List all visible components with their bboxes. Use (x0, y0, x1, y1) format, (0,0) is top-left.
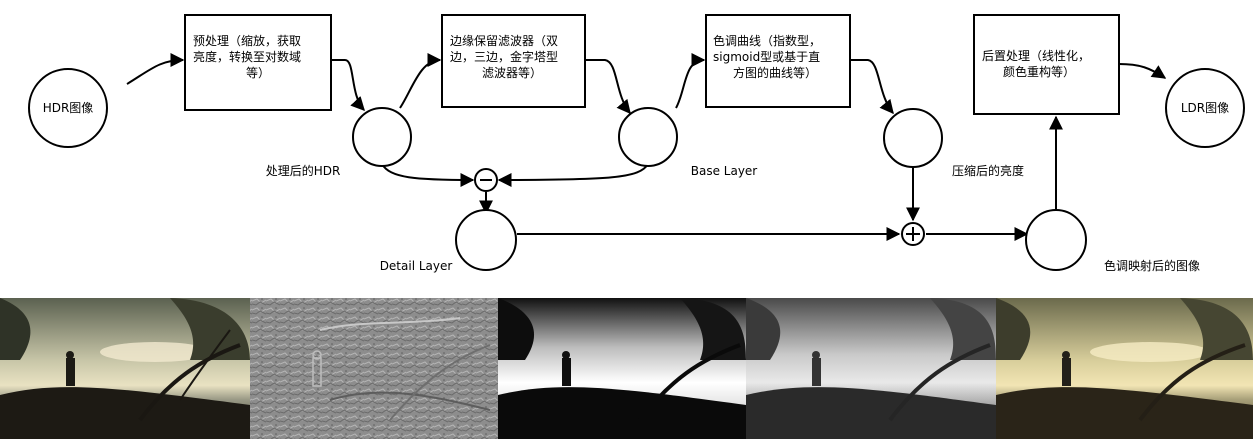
edge-filter-line-3: 滤波器等） (482, 66, 542, 80)
postprocess-line-2: 颜色重构等） (1003, 64, 1075, 79)
tone-curve-line-1: 色调曲线（指数型， (713, 33, 821, 48)
detail-layer-label: Detail Layer (380, 259, 453, 273)
edge-base-to-curve (675, 53, 706, 109)
postprocess-line-1: 后置处理（线性化， (982, 49, 1090, 63)
luminance-photo (498, 298, 746, 439)
processed-hdr-label: 处理后的HDR (266, 163, 341, 178)
edge-postprocess-to-ldr (1118, 63, 1167, 79)
base-layer-node (618, 107, 678, 167)
processed-hdr-node (352, 107, 412, 167)
postprocess-box: 后置处理（线性化， 颜色重构等） (973, 14, 1120, 115)
edge-filter-line-1: 边缘保留滤波器（双 (450, 34, 558, 48)
tone-mapped-node (1025, 209, 1087, 271)
ldr-output-node: LDR图像 (1165, 68, 1245, 148)
detail-layer-node (455, 209, 517, 271)
edge-processed-to-filter (399, 53, 442, 109)
tone-curve-line-2: sigmoid型或基于直 (713, 50, 820, 64)
image-strip (0, 298, 1253, 439)
preprocess-line-3: 等） (246, 66, 270, 80)
tone-curve-box: 色调曲线（指数型， sigmoid型或基于直 方图的曲线等） (705, 14, 851, 108)
hdr-input-label: HDR图像 (43, 101, 94, 115)
edges (126, 53, 1167, 241)
compressed-luminance-photo (746, 298, 996, 439)
preprocess-line-1: 预处理（缩放，获取 (193, 33, 301, 48)
edge-preprocess-to-processed (331, 59, 365, 112)
tone-mapped-image-label: 色调映射后的图像 (1104, 258, 1200, 273)
ldr-output-label: LDR图像 (1181, 101, 1229, 115)
base-layer-label: Base Layer (691, 164, 758, 178)
edge-curve-to-compressed (850, 59, 894, 115)
edge-hdr-to-preprocess (126, 53, 185, 85)
tone-mapped-photo (996, 298, 1253, 439)
hdr-input-node: HDR图像 (28, 68, 108, 148)
preprocess-box: 预处理（缩放，获取 亮度，转换至对数域 等） (184, 14, 332, 111)
edge-base-to-minus (497, 163, 649, 187)
compressed-luminance-label: 压缩后的亮度 (952, 163, 1024, 178)
edge-filter-line-2: 边，三边，金字塔型 (450, 49, 558, 64)
compressed-luminance-node (883, 108, 943, 168)
subtract-operator-icon (474, 168, 498, 192)
preprocess-line-2: 亮度，转换至对数域 (193, 49, 301, 64)
edge-filter-to-base (585, 59, 631, 115)
add-operator-icon (901, 222, 925, 246)
edge-filter-box: 边缘保留滤波器（双 边，三边，金字塔型 滤波器等） (441, 14, 586, 108)
edge-processed-to-minus (381, 163, 475, 187)
detail-layer-photo (250, 298, 498, 439)
original-hdr-photo (0, 298, 250, 439)
tone-curve-line-3: 方图的曲线等） (733, 65, 817, 80)
